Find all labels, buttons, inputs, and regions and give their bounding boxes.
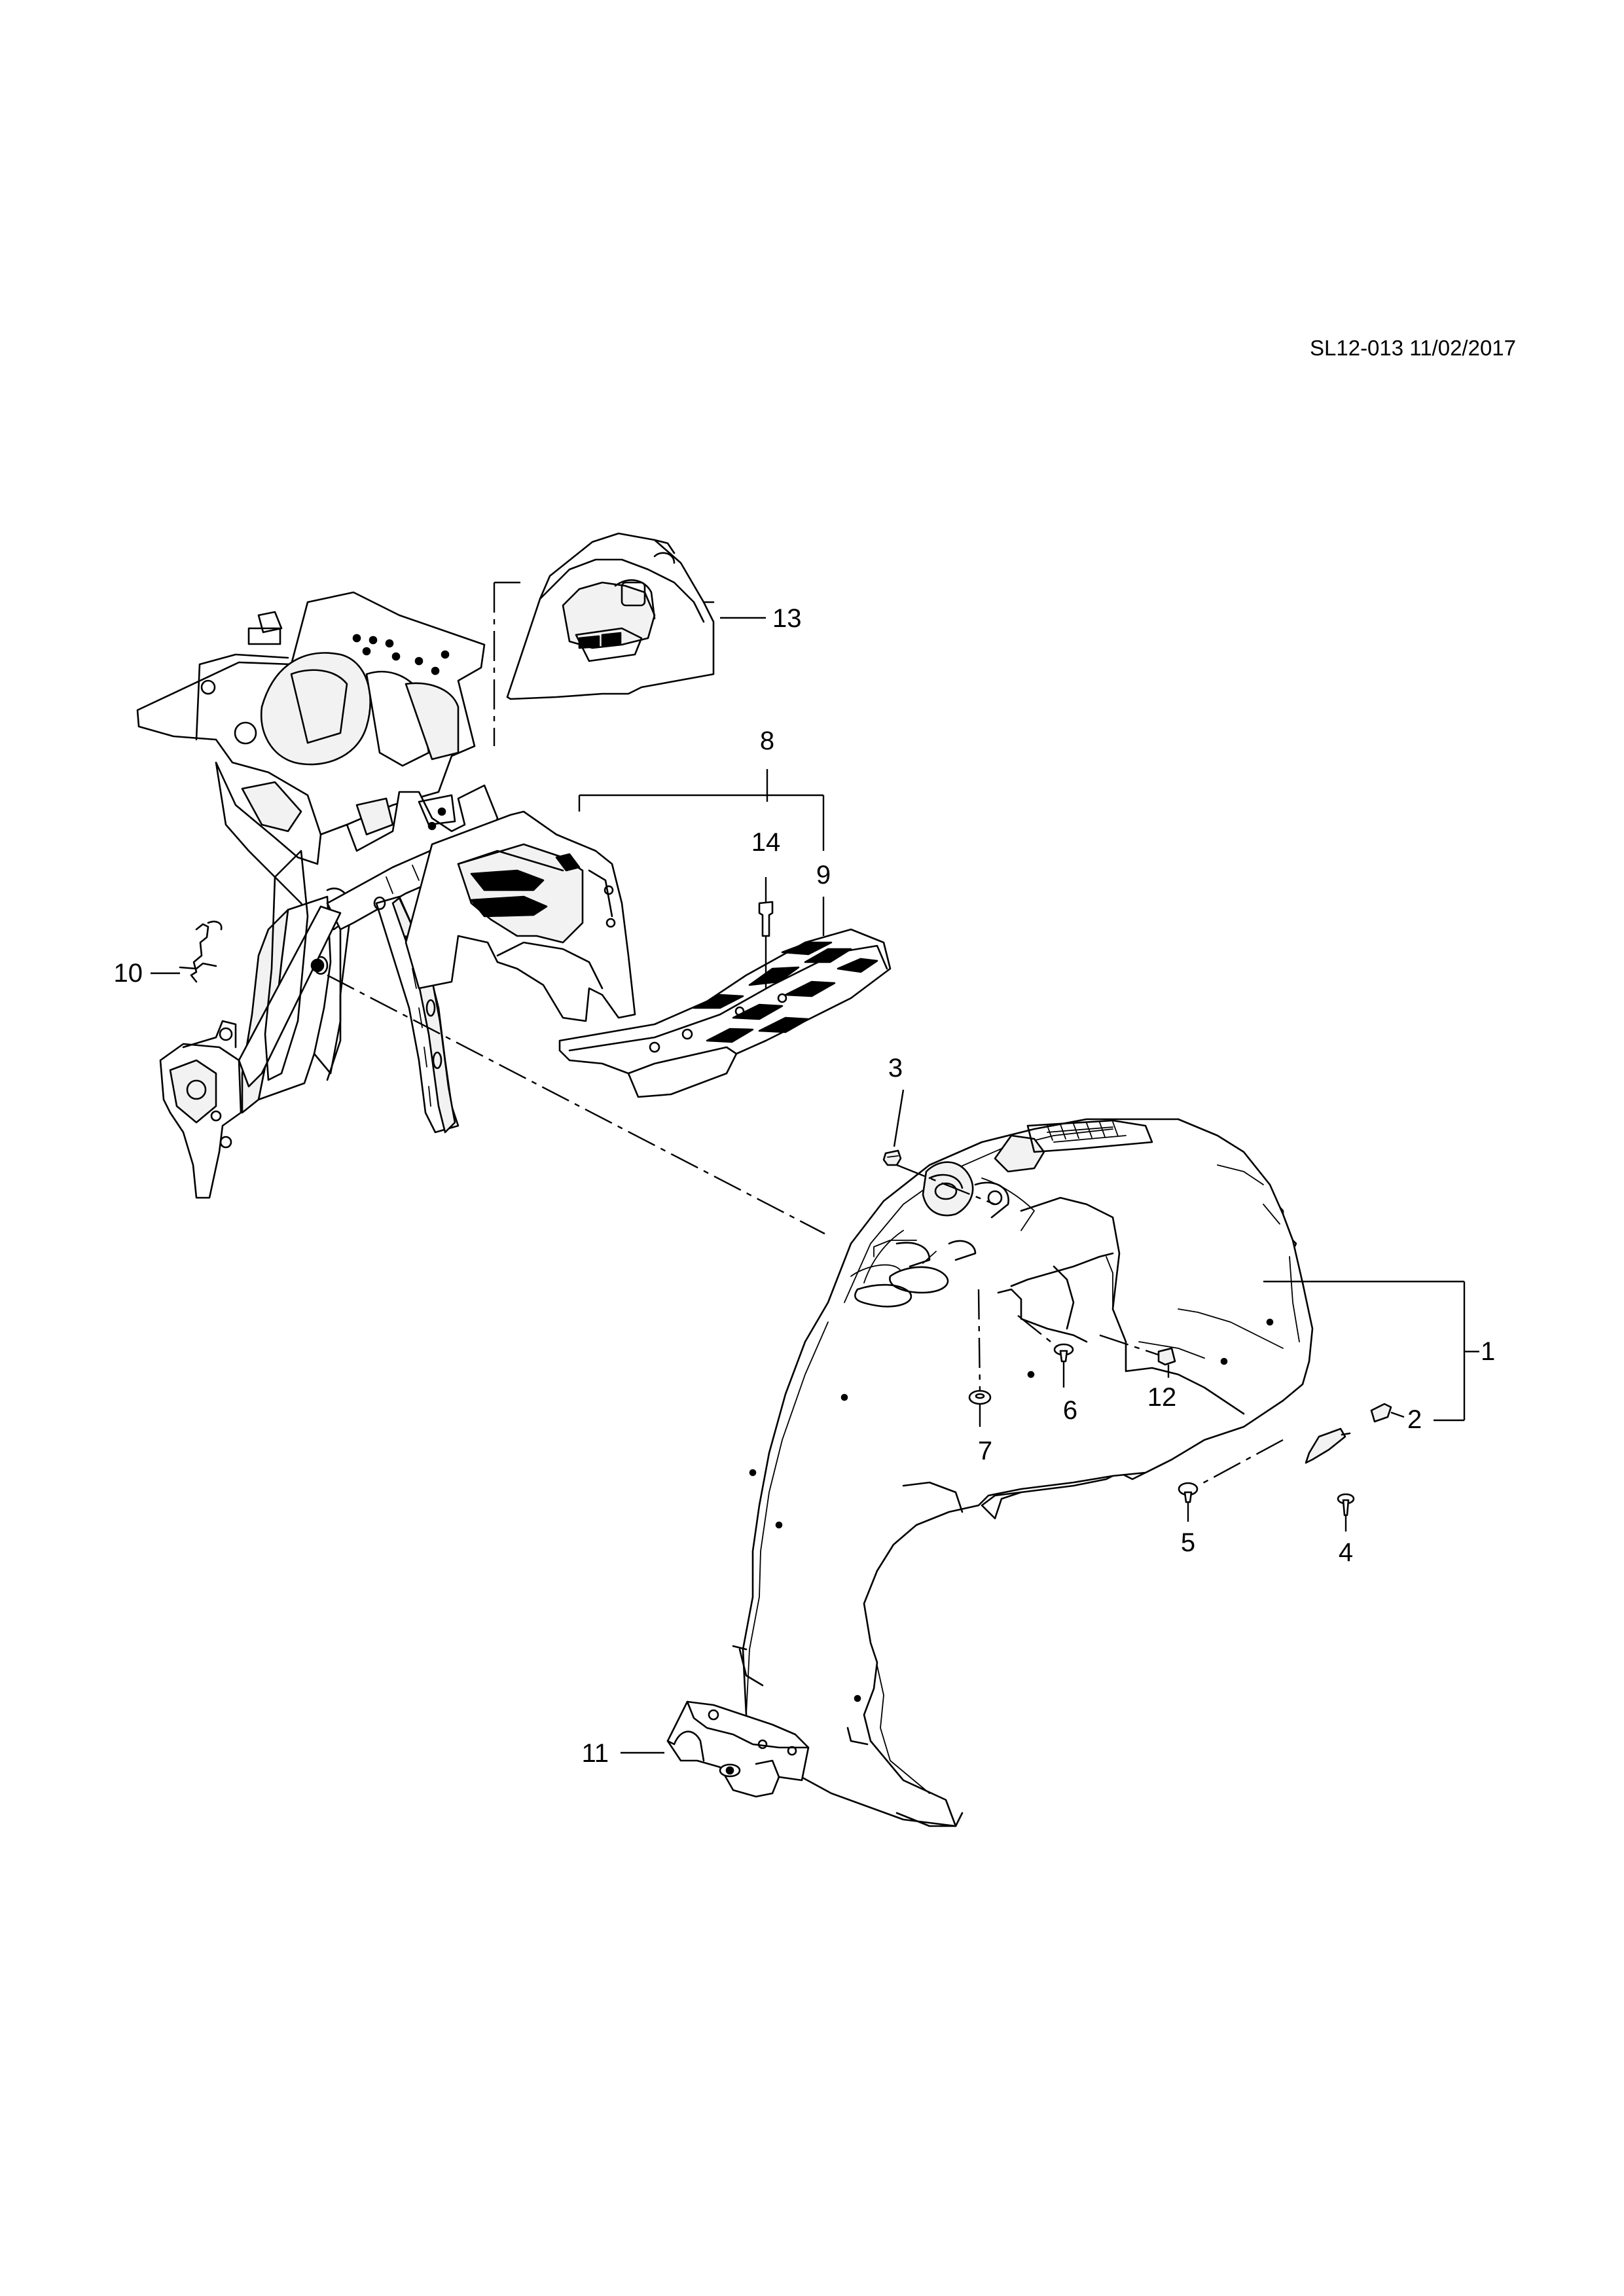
callouts: 1 2 3 4 5 6 7 8 9 10 11 12 13 14 (114, 604, 1496, 1768)
callout-10: 10 (114, 959, 143, 988)
callout-4: 4 (1339, 1538, 1353, 1567)
leader-lines (151, 581, 1479, 1754)
part-11-drawing (666, 1700, 810, 1798)
callout-13: 13 (772, 604, 802, 633)
part-1-drawing (732, 1118, 1314, 1827)
callout-7: 7 (978, 1437, 992, 1465)
part-5-drawing (1178, 1482, 1199, 1503)
body-structure-drawing (136, 591, 636, 1199)
callout-5: 5 (1181, 1528, 1195, 1557)
callout-3: 3 (888, 1054, 903, 1083)
part-14-drawing (758, 901, 774, 937)
callout-8: 8 (760, 726, 774, 755)
part-12-drawing (1157, 1347, 1176, 1366)
callout-6: 6 (1063, 1396, 1077, 1425)
part-4-drawing (1305, 1427, 1355, 1516)
diagram-reference: SL12-013 11/02/2017 (1310, 336, 1516, 360)
callout-11: 11 (581, 1739, 609, 1768)
callout-12: 12 (1147, 1383, 1177, 1412)
callout-14: 14 (751, 828, 781, 857)
part-13-drawing (506, 532, 715, 700)
part-7-drawing (968, 1390, 992, 1405)
callout-9: 9 (816, 861, 831, 889)
part-3-drawing (882, 1149, 902, 1166)
part-9-drawing (558, 928, 892, 1098)
callout-2: 2 (1407, 1405, 1422, 1434)
part-6-drawing (1053, 1343, 1074, 1363)
callout-1: 1 (1481, 1337, 1495, 1366)
part-2-drawing (1370, 1403, 1392, 1423)
